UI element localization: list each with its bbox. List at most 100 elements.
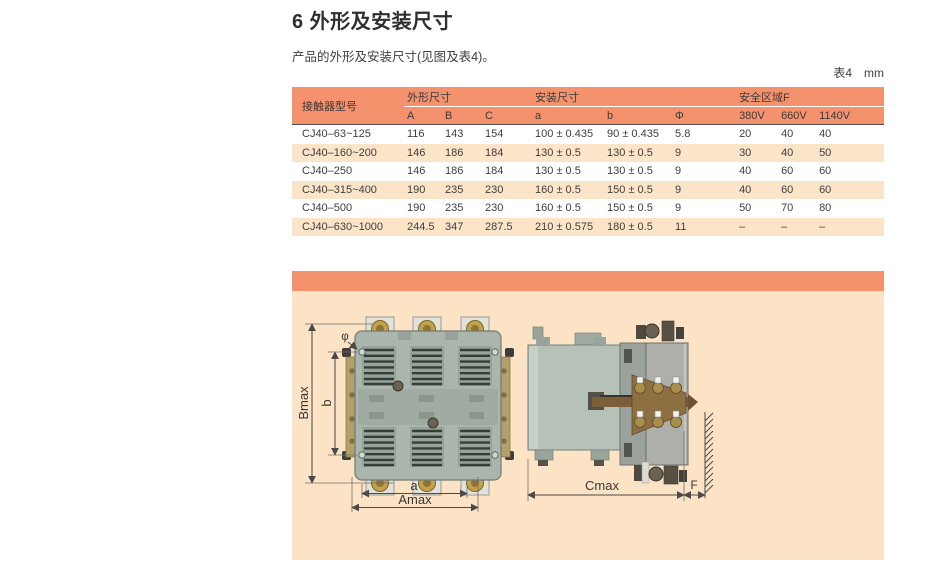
value-cell: 186 [445, 165, 464, 178]
model-cell: CJ40–500 [302, 202, 353, 215]
group-header-safety: 安全区域F [736, 87, 885, 107]
dimensions-table: 接触器型号 外形尺寸 安装尺寸 安全区域F A B C a b Φ 380V 6… [292, 87, 885, 236]
value-cell: 60 [819, 165, 832, 178]
value-cell: – [781, 220, 788, 233]
value-cell: 20 [739, 128, 752, 141]
cover-foot [590, 449, 610, 461]
value-cell: 184 [485, 165, 504, 178]
value-cell: 60 [819, 183, 832, 196]
value-cell: 70 [781, 202, 794, 215]
vent-louvers [362, 346, 492, 467]
value-cell: 150 ± 0.5 [607, 183, 653, 196]
value-cell: 116 [407, 128, 425, 141]
value-cell: 210 ± 0.575 [535, 220, 594, 233]
col-header-380v: 380V [736, 106, 779, 125]
value-cell: 40 [819, 128, 832, 141]
col-header-A: A [404, 106, 442, 125]
value-cell: 146 [407, 146, 426, 159]
dimension-drawing: Bmax b φ a Amax [296, 316, 714, 512]
value-cell: 9 [675, 202, 682, 215]
value-cell: 230 [485, 202, 504, 215]
figure-panel: Bmax b φ a Amax [292, 271, 884, 560]
value-cell: 160 ± 0.5 [535, 202, 581, 215]
value-cell: 40 [739, 183, 752, 196]
value-cell: 40 [739, 165, 752, 178]
value-cell: 143 [445, 128, 464, 141]
col-header-model: 接触器型号 [292, 87, 404, 125]
strip-slot [624, 349, 632, 363]
side-terminal-screws [349, 368, 507, 444]
corner-bolt [342, 348, 351, 357]
value-cell: 60 [781, 183, 794, 196]
terminal-screws [634, 376, 682, 428]
page-title: 6 外形及安装尺寸 [292, 11, 454, 33]
cover-foot [534, 449, 554, 461]
body-tab [398, 332, 411, 340]
value-cell: 235 [445, 202, 464, 215]
strip-slot [624, 443, 632, 457]
figure-header-band [292, 271, 884, 291]
table-caption-label: 表4 [833, 66, 852, 80]
cover-tab [594, 337, 606, 345]
col-header-660v: 660V [778, 106, 817, 125]
value-cell: – [739, 220, 746, 233]
copper-bar-tip [688, 394, 698, 411]
value-cell: 244.5 [407, 220, 435, 233]
mounting-holes [358, 348, 499, 459]
model-cell: CJ40–315~400 [302, 183, 377, 196]
dim-label-b: b [319, 399, 334, 406]
value-cell: 130 ± 0.5 [535, 146, 581, 159]
cover-tab [536, 337, 550, 345]
col-header-b: b [604, 106, 673, 125]
value-cell: 150 ± 0.5 [607, 202, 653, 215]
value-cell: 130 ± 0.5 [607, 146, 653, 159]
value-cell: 40 [781, 128, 794, 141]
value-cell: 180 ± 0.5 [607, 220, 653, 233]
col-header-1140v: 1140V [816, 106, 885, 125]
table-caption: 表4 mm [292, 64, 884, 81]
value-cell: 100 ± 0.435 [535, 128, 594, 141]
value-cell: 50 [819, 146, 832, 159]
dim-label-cmax: Cmax [585, 478, 619, 493]
dim-label-f: F [690, 480, 697, 492]
value-cell: 30 [739, 146, 752, 159]
value-cell: 130 ± 0.5 [535, 165, 581, 178]
model-cell: CJ40–630~1000 [302, 220, 384, 233]
value-cell: 60 [781, 165, 794, 178]
dim-label-phi: φ [341, 331, 348, 343]
table-unit-label: mm [864, 66, 884, 80]
foot-bolt [538, 460, 548, 466]
dim-label-amax: Amax [398, 492, 432, 507]
side-view-dimensions: Cmax F [527, 431, 706, 501]
side-view-drawing [527, 320, 714, 498]
value-cell: 146 [407, 165, 426, 178]
value-cell: 160 ± 0.5 [535, 183, 581, 196]
cover-edge-highlight [529, 346, 538, 449]
model-cell: CJ40–250 [302, 165, 353, 178]
model-cell: CJ40–63~125 [302, 128, 371, 141]
col-header-phi: Φ [672, 106, 737, 125]
value-cell: 9 [675, 183, 682, 196]
value-cell: 9 [675, 165, 682, 178]
group-header-outline: 外形尺寸 [404, 87, 533, 107]
dim-label-a: a [410, 478, 418, 493]
value-cell: 5.8 [675, 128, 691, 141]
foot-bolt [594, 460, 604, 466]
table-row: CJ40–250 146 186 184 130 ± 0.5 130 ± 0.5 9 40 60… [292, 162, 884, 181]
value-cell: 11 [675, 220, 687, 233]
value-cell: 190 [407, 202, 426, 215]
model-cell: CJ40–160~200 [302, 146, 377, 159]
col-header-C: C [482, 106, 533, 125]
col-header-B: B [442, 106, 482, 125]
value-cell: 130 ± 0.5 [607, 165, 653, 178]
table-header: 接触器型号 外形尺寸 安装尺寸 安全区域F A B C a b Φ 380V 6… [292, 87, 885, 125]
value-cell: 9 [675, 146, 682, 159]
value-cell: 186 [445, 146, 464, 159]
bottom-fasteners [634, 461, 687, 485]
value-cell: 40 [781, 146, 794, 159]
